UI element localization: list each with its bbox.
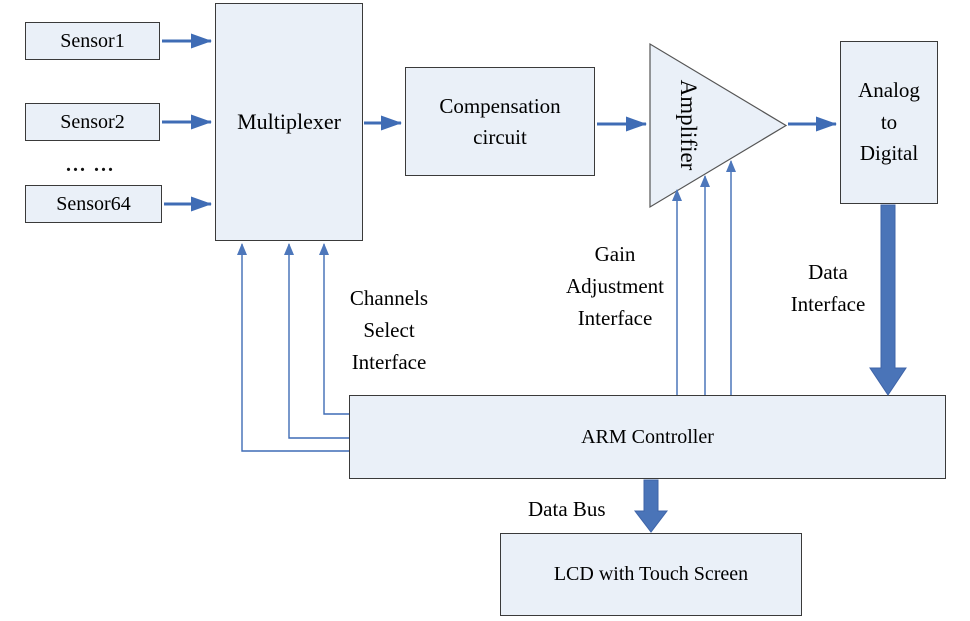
adc-line1: Analog — [858, 78, 920, 103]
block-amplifier-label: Amplifier — [676, 79, 701, 171]
block-sensor1: Sensor1 — [25, 22, 160, 60]
block-sensor2-label: Sensor2 — [60, 110, 125, 133]
block-multiplexer: Multiplexer — [215, 3, 363, 241]
arm-controller-label: ARM Controller — [581, 425, 714, 448]
arrow-data-bus-arm-to-lcd — [633, 479, 669, 533]
channels-select-interface-label: Channels Select Interface — [349, 286, 429, 374]
block-compensation-circuit: Compensation circuit — [405, 67, 595, 176]
lcd-label: LCD with Touch Screen — [553, 563, 749, 585]
data-bus-label: Data Bus — [528, 497, 606, 521]
block-sensor64: Sensor64 — [25, 185, 162, 223]
data-interface-label: Data Interface — [790, 260, 866, 316]
amplifier-triangle-shape — [649, 42, 788, 209]
block-sensor2: Sensor2 — [25, 103, 160, 141]
adc-line2: to — [880, 109, 898, 134]
gain-adjustment-interface-label: Gain Adjustment Interface — [566, 242, 664, 330]
block-amplifier — [648, 42, 788, 209]
adc-line3: Digital — [859, 141, 919, 166]
block-lcd-touch-screen: LCD with Touch Screen — [500, 533, 802, 616]
block-multiplexer-label: Multiplexer — [237, 109, 341, 135]
compensation-line2: circuit — [473, 124, 527, 149]
block-arm-controller: ARM Controller — [349, 395, 946, 479]
block-sensor64-label: Sensor64 — [56, 192, 131, 215]
compensation-line1: Compensation — [439, 94, 561, 119]
sensor-ellipsis-label: ... ... — [66, 154, 115, 176]
block-sensor1-label: Sensor1 — [60, 29, 125, 52]
block-analog-to-digital: Analog to Digital — [840, 41, 938, 204]
